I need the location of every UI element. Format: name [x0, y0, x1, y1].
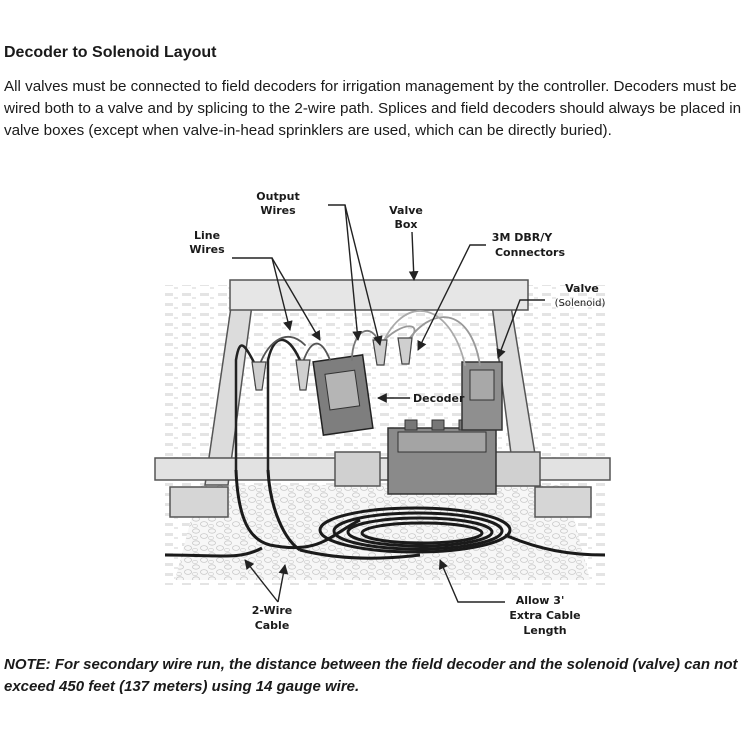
decoder	[312, 354, 374, 436]
label-extra-cable-1: Allow 3'	[516, 594, 565, 607]
valve-body	[387, 419, 497, 495]
leader-lines	[232, 204, 545, 603]
label-line-wires-2: Wires	[189, 243, 225, 256]
label-two-wire-cable-2: Cable	[255, 619, 290, 632]
label-line-wires-1: Line	[194, 229, 220, 242]
label-decoder: Decoder	[413, 392, 465, 405]
label-output-wires-2: Wires	[260, 204, 296, 217]
wire-connectors	[251, 337, 413, 391]
solenoid	[461, 361, 503, 431]
label-connectors-2: Connectors	[495, 246, 566, 259]
label-output-wires-1: Output	[256, 190, 299, 203]
label-connectors-1: 3M DBR/Y	[492, 231, 553, 244]
label-valve-box-2: Box	[394, 218, 417, 231]
intro-paragraph: All valves must be connected to field de…	[4, 78, 742, 139]
coiled-cable	[164, 469, 606, 560]
label-valve-box-1: Valve	[389, 204, 423, 217]
label-two-wire-cable-1: 2-Wire	[252, 604, 293, 617]
label-extra-cable-2: Extra Cable	[509, 609, 580, 622]
note-paragraph: NOTE: For secondary wire run, the distan…	[4, 656, 738, 695]
label-extra-cable-3: Length	[523, 624, 566, 637]
gravel-bed	[175, 485, 590, 580]
label-solenoid: (Solenoid)	[555, 298, 606, 309]
label-valve: Valve	[565, 282, 599, 295]
page-title: Decoder to Solenoid Layout	[4, 44, 217, 61]
